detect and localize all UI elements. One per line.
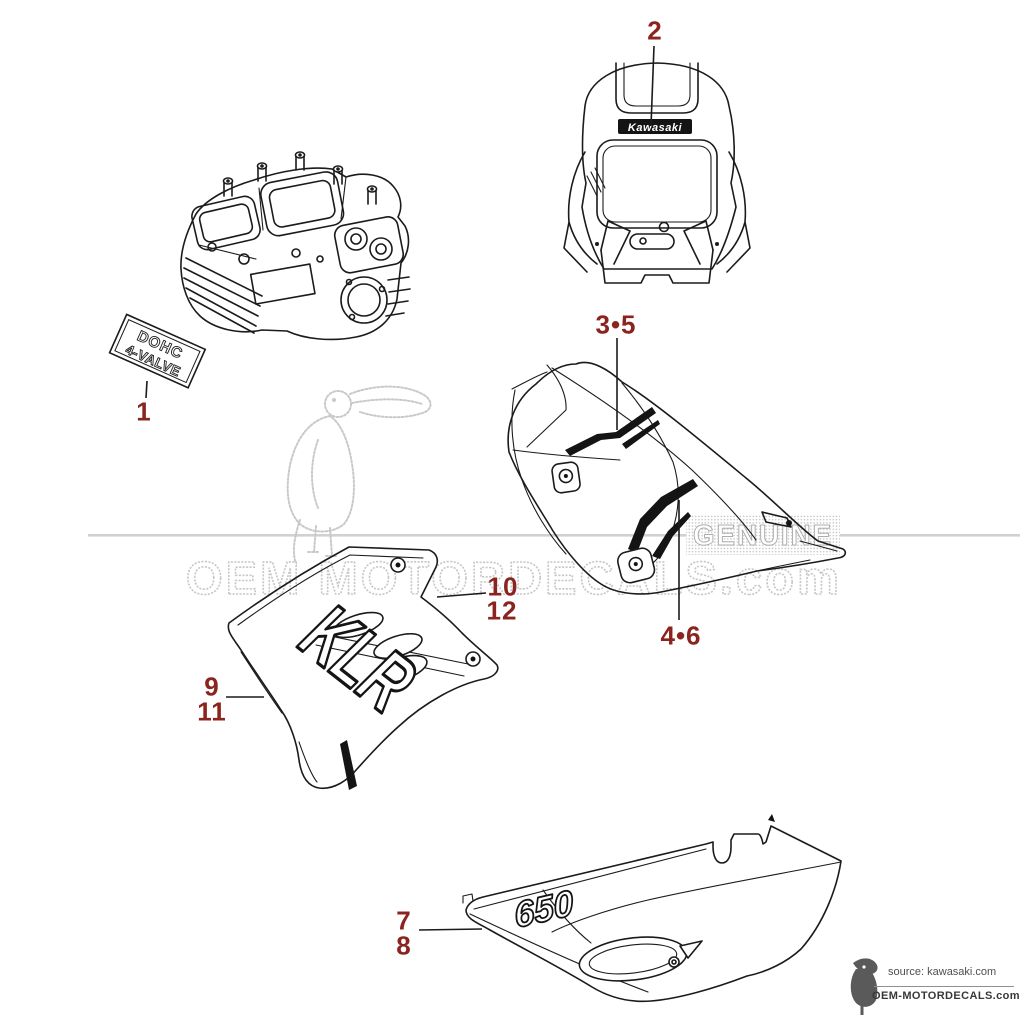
footer-source-text: source: kawasaki.com — [888, 966, 997, 978]
callout-8: 8 — [396, 930, 412, 961]
engine-studs — [222, 151, 378, 205]
fuel-tank-drawing — [507, 361, 847, 595]
callout-7: 7 — [396, 905, 412, 936]
callout-1: 1 — [136, 396, 152, 427]
footer-site-text: OEM-MOTORDECALS.com — [872, 990, 1020, 1002]
side-panel-650-decal: 650 — [512, 882, 576, 936]
footer-toucan-icon — [850, 958, 878, 1015]
callout-11: 11 — [197, 696, 227, 727]
headlight-cowl-drawing: Kawasaki — [563, 62, 751, 284]
engine-head-drawing — [180, 151, 411, 341]
callout-2: 2 — [647, 15, 663, 46]
leader-line-2 — [650, 45, 655, 127]
genuine-watermark: GENUINE — [686, 515, 840, 555]
kawasaki-badge: Kawasaki — [618, 119, 692, 134]
dohc-decal-border — [108, 313, 207, 389]
leader-line-1 — [145, 380, 148, 399]
callout-12: 12 — [486, 595, 518, 626]
watermark-layer: OEM MOTORDECALS.com GENUINE — [88, 385, 1020, 605]
watermark-line — [88, 534, 1020, 537]
toucan-watermark — [286, 385, 432, 565]
kawasaki-badge-text: Kawasaki — [628, 122, 683, 134]
dohc-decal: DOHC 4-VALVE — [108, 313, 207, 389]
callout-3-5: 3•5 — [595, 309, 637, 340]
leader-lines — [145, 45, 680, 931]
callout-9: 9 — [204, 671, 220, 702]
side-panel-drawing: 650 — [462, 814, 842, 1003]
genuine-text: GENUINE — [693, 520, 833, 552]
tank-decal-upper — [565, 407, 656, 456]
genuine-block — [686, 515, 840, 555]
callout-10: 10 — [487, 571, 519, 602]
callout-4-6: 4•6 — [660, 620, 702, 651]
leader-line-10-12 — [436, 592, 487, 598]
tank-decal-lower — [628, 479, 698, 553]
footer-divider — [874, 986, 1014, 987]
leader-line-7-8 — [418, 928, 483, 931]
shroud-graphic-decal: KLR — [284, 587, 431, 731]
